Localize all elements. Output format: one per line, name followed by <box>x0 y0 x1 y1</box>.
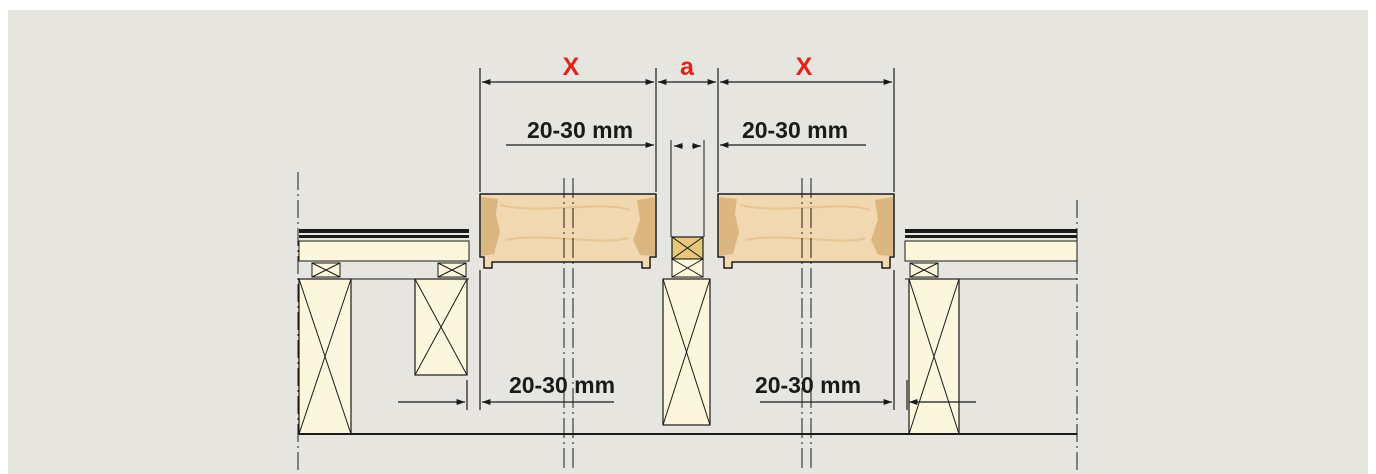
label-upper-left: 20-30 mm <box>527 117 633 143</box>
left-existing-deck <box>298 229 470 435</box>
label-lower-right: 20-30 mm <box>755 372 861 398</box>
right-existing-deck <box>904 229 1078 435</box>
right-deck-beam <box>908 278 960 435</box>
label-x-left: X <box>563 53 580 81</box>
left-deck-beam <box>298 278 352 435</box>
spacer-block <box>671 236 704 260</box>
wood-panel-left <box>479 193 657 269</box>
top-dimension-chain <box>479 68 895 192</box>
label-lower-left: 20-30 mm <box>509 372 615 398</box>
label-upper-right: 20-30 mm <box>742 117 848 143</box>
center-post <box>662 278 711 426</box>
label-a: a <box>680 53 695 81</box>
left-deck-joist <box>414 278 468 376</box>
right-deck-batten <box>909 262 939 278</box>
left-deck-batten <box>311 262 341 278</box>
center-support <box>662 140 711 426</box>
left-deck-batten <box>437 262 467 278</box>
wood-panel-right <box>717 193 895 269</box>
label-x-right: X <box>796 53 813 81</box>
